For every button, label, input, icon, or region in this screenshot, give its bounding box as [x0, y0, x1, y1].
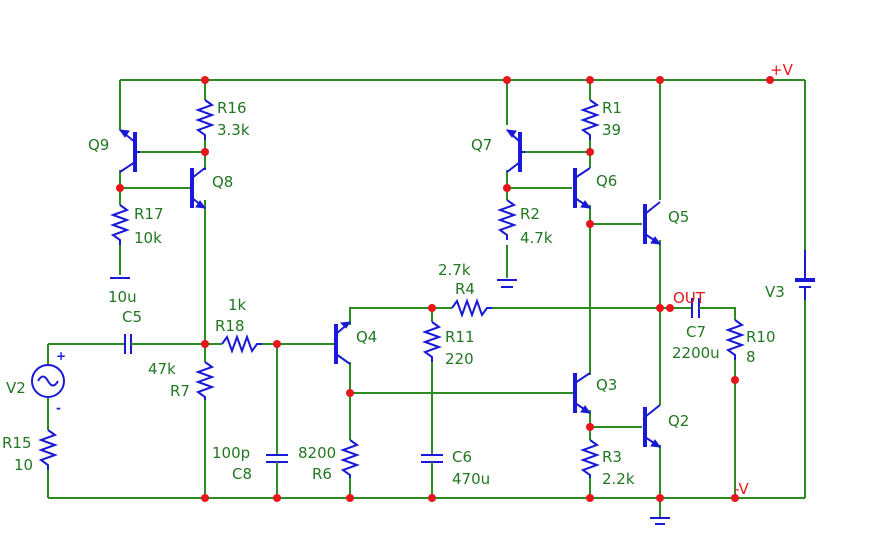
ground-icon: [497, 279, 517, 288]
q3-transistor: [573, 372, 592, 414]
r15-label: R15: [2, 434, 32, 452]
r2-value: 4.7k: [520, 229, 553, 247]
r16-label: R16: [217, 99, 247, 117]
c8-value: 100p: [212, 444, 250, 462]
q7-transistor: [505, 129, 525, 173]
r3-resistor: [580, 439, 600, 478]
q5-transistor: [643, 201, 662, 245]
sources: [31, 250, 815, 398]
component-labels: Q9 Q8 R16 3.3k R17 10k Q7 Q6 Q5 R1 39 R2…: [2, 99, 785, 488]
r2-resistor: [497, 199, 517, 240]
r6-resistor: [340, 439, 360, 478]
r18-resistor: [221, 334, 262, 354]
q8-transistor: [190, 167, 207, 209]
r11-value: 220: [445, 350, 474, 368]
q5-label: Q5: [668, 208, 689, 226]
net-labels: +V -V OUT: [673, 61, 794, 498]
r1-label: R1: [602, 99, 622, 117]
out-net-label: OUT: [673, 289, 706, 307]
wires: [47, 79, 806, 518]
transistors: [118, 129, 662, 448]
r4-label: R4: [455, 280, 475, 298]
v3-label: V3: [765, 283, 785, 301]
r17-label: R17: [134, 205, 164, 223]
c6-label: C6: [452, 448, 472, 466]
v3-battery: [795, 250, 815, 300]
r10-resistor: [725, 319, 745, 360]
r7-value: 47k: [148, 360, 176, 378]
r16-value: 3.3k: [217, 121, 250, 139]
q9-transistor: [118, 129, 140, 173]
r10-label: R10: [746, 328, 776, 346]
r17-resistor: [110, 204, 130, 245]
q2-label: Q2: [668, 412, 689, 430]
c7-label: C7: [686, 323, 706, 341]
minus-v-net-label: -V: [734, 480, 750, 498]
r1-resistor: [580, 99, 600, 140]
c8-capacitor: [266, 454, 288, 468]
plus-v-net-label: +V: [770, 61, 794, 79]
q6-transistor: [573, 167, 592, 209]
q9-label: Q9: [88, 136, 109, 154]
r3-value: 2.2k: [602, 470, 635, 488]
r11-resistor: [422, 321, 442, 362]
r18-value: 1k: [228, 296, 247, 314]
q3-label: Q3: [596, 376, 617, 394]
c5-value: 10u: [108, 288, 137, 306]
r15-value: 10: [14, 456, 33, 474]
c7-value: 2200u: [672, 344, 720, 362]
r10-value: 8: [746, 348, 756, 366]
r18-label: R18: [215, 317, 245, 335]
q6-label: Q6: [596, 172, 617, 190]
ground-icon: [650, 517, 670, 525]
r3-label: R3: [602, 448, 622, 466]
r17-value: 10k: [134, 229, 162, 247]
q2-transistor: [643, 404, 662, 448]
r16-resistor: [195, 99, 215, 140]
q4-label: Q4: [356, 328, 377, 346]
c6-value: 470u: [452, 470, 490, 488]
r11-label: R11: [445, 328, 475, 346]
c5-capacitor: [124, 334, 140, 354]
capacitors: [124, 298, 705, 468]
q4-transistor: [334, 321, 352, 365]
r6-label: R6: [312, 465, 332, 483]
r6-value: 8200: [298, 444, 336, 462]
c7-capacitor: [691, 298, 705, 318]
r7-label: R7: [170, 382, 190, 400]
v2-plus-sign: +: [56, 349, 66, 363]
v2-label: V2: [6, 379, 26, 397]
q8-label: Q8: [212, 173, 233, 191]
r4-value: 2.7k: [438, 261, 471, 279]
r4-resistor: [451, 298, 492, 318]
c6-capacitor: [421, 454, 443, 468]
r7-resistor: [195, 361, 215, 400]
junction-dots: [116, 76, 774, 502]
r1-value: 39: [602, 121, 621, 139]
c8-label: C8: [232, 465, 252, 483]
r2-label: R2: [520, 205, 540, 223]
r15-resistor: [38, 429, 58, 470]
resistors: [38, 99, 745, 478]
c5-label: C5: [122, 308, 142, 326]
v2-ac-source: [31, 364, 65, 398]
q7-label: Q7: [471, 136, 492, 154]
ground-symbols: [110, 277, 670, 525]
v2-minus-sign: -: [56, 401, 61, 415]
